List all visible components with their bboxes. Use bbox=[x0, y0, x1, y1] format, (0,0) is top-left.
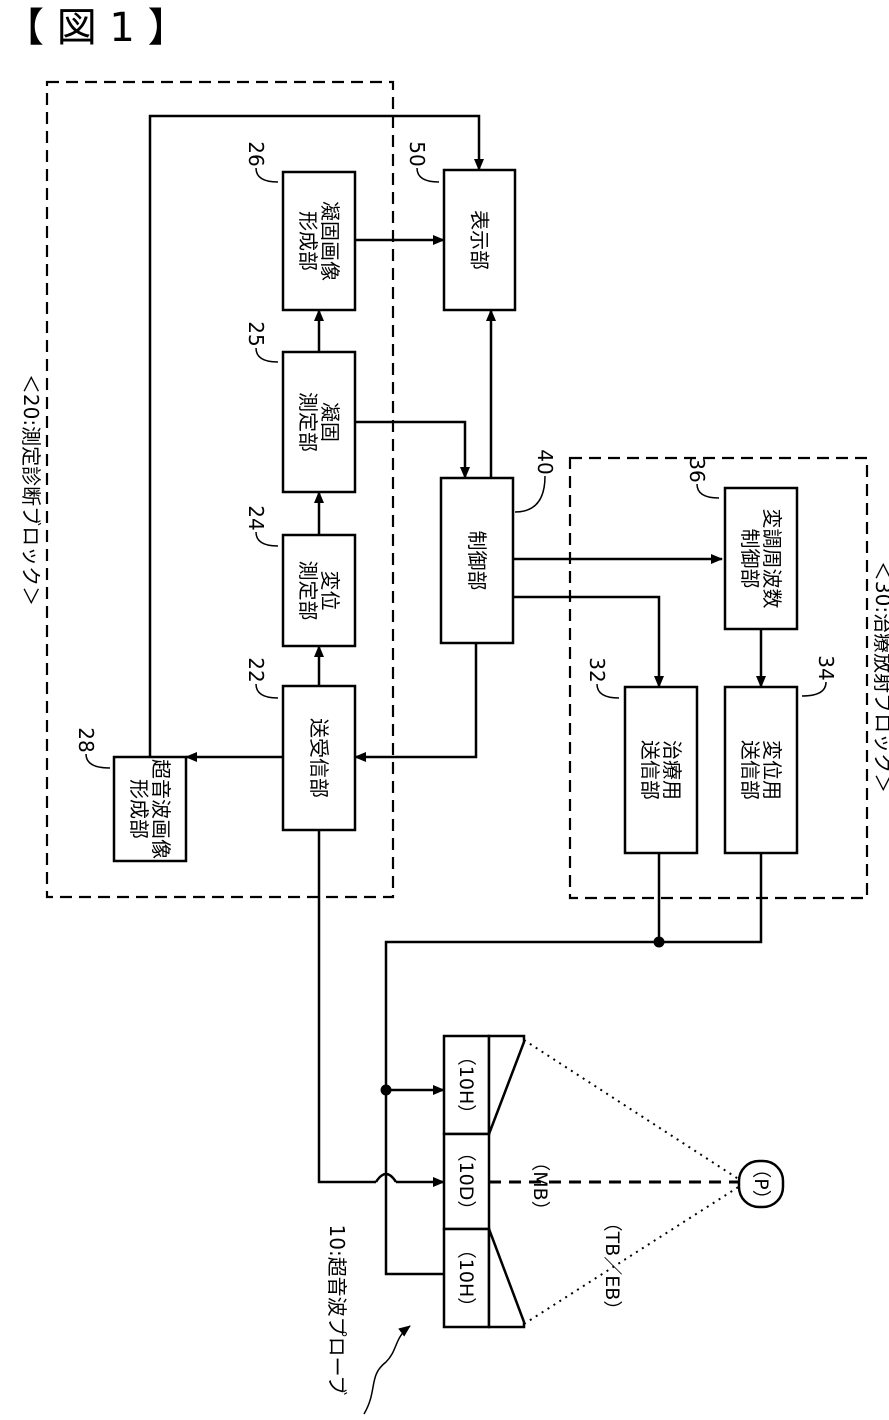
probe-element-label-lower: （10H） bbox=[455, 1240, 477, 1316]
unit-50-label-line: 表示部 bbox=[468, 210, 492, 270]
unit-26-number: 26 bbox=[244, 141, 268, 166]
target-p-label: （P） bbox=[750, 1159, 772, 1208]
unit-22-box: 送受信部 22 bbox=[244, 657, 355, 830]
unit-28-box: 超音波画像形成部 28 bbox=[74, 727, 186, 861]
unit-22-number: 22 bbox=[244, 657, 268, 682]
unit-32-label-line: 送信部 bbox=[638, 740, 662, 800]
unit-32-box: 治療用送信部 32 bbox=[585, 657, 697, 853]
unit-50-leader bbox=[417, 168, 439, 182]
measurement-block-label: ＜20:測定診断ブロック＞ bbox=[19, 374, 43, 606]
unit-28-number: 28 bbox=[74, 727, 98, 752]
unit-22-label-line: 送受信部 bbox=[307, 718, 331, 798]
unit-24-number: 24 bbox=[244, 505, 268, 530]
unit-50-box: 表示部 50 bbox=[405, 141, 515, 310]
beam-main-label: （MB） bbox=[529, 1152, 551, 1219]
unit-28-label-line: 形成部 bbox=[127, 779, 151, 839]
unit-36-box: 変調周波数制御部 36 bbox=[685, 457, 797, 629]
unit-34-number: 34 bbox=[814, 655, 838, 680]
unit-26-label-line: 形成部 bbox=[296, 211, 320, 271]
unit-25-label-line: 凝固 bbox=[318, 402, 342, 442]
lens-upper bbox=[489, 1036, 524, 1134]
unit-32-leader bbox=[597, 684, 619, 698]
unit-24-leader bbox=[256, 532, 278, 546]
unit-34-leader bbox=[802, 682, 826, 696]
unit-24-label-line: 測定部 bbox=[296, 561, 320, 621]
unit-50-number: 50 bbox=[405, 141, 429, 166]
unit-25-number: 25 bbox=[244, 321, 268, 346]
unit-36-label-line: 制御部 bbox=[738, 529, 762, 589]
unit-36-label-line: 変調周波数 bbox=[760, 509, 784, 609]
unit-40-leader bbox=[515, 476, 545, 512]
probe-element-label-center: （10D） bbox=[455, 1143, 477, 1220]
unit-36-leader bbox=[697, 484, 719, 498]
unit-28-leader bbox=[86, 754, 110, 768]
unit-34-label-line: 変位用 bbox=[760, 740, 784, 800]
unit-32-label-line: 治療用 bbox=[660, 740, 684, 800]
unit-40-label-line: 制御部 bbox=[465, 531, 489, 591]
unit-40-number: 40 bbox=[533, 449, 557, 474]
unit-22-leader bbox=[256, 684, 278, 698]
unit-34-label-line: 送信部 bbox=[738, 740, 762, 800]
unit-24-label-line: 変位 bbox=[318, 571, 342, 611]
probe-label: 10:超音波プローブ bbox=[325, 1225, 349, 1396]
unit-34-box: 変位用送信部 34 bbox=[725, 655, 838, 853]
unit-24-box: 変位測定部 24 bbox=[244, 505, 355, 646]
probe-element-label-upper: （10H） bbox=[455, 1047, 477, 1123]
unit-26-label-line: 凝固画像 bbox=[318, 201, 342, 281]
beam-side-label: （TB／EB） bbox=[601, 1213, 623, 1320]
unit-36-number: 36 bbox=[685, 457, 709, 482]
unit-26-leader bbox=[256, 168, 278, 182]
unit-25-box: 凝固測定部 25 bbox=[244, 321, 355, 492]
unit-25-label-line: 測定部 bbox=[296, 392, 320, 452]
treatment-block-label: ＜30:治療放射ブロック＞ bbox=[871, 561, 889, 793]
unit-32-number: 32 bbox=[585, 657, 609, 682]
unit-26-box: 凝固画像形成部 26 bbox=[244, 141, 355, 310]
lens-lower bbox=[489, 1229, 524, 1327]
unit-28-label-line: 超音波画像 bbox=[149, 759, 173, 859]
unit-40-box: 制御部 40 bbox=[441, 449, 557, 643]
unit-25-leader bbox=[256, 348, 278, 362]
